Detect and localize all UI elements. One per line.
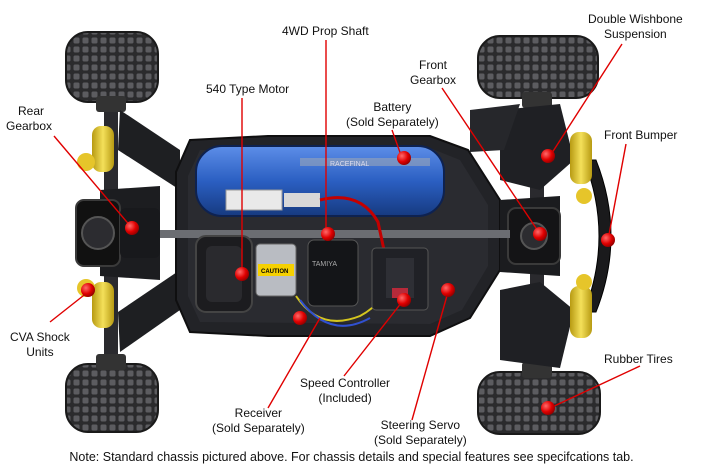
tire-front-bottom [477,371,601,435]
marker-cva-shock [81,283,95,297]
tire-rear-top [65,31,159,103]
label-battery-line1: Battery [373,100,412,114]
label-cva-shock-line1: CVA Shock [10,330,70,344]
label-steering-servo: Steering Servo (Sold Separately) [374,418,467,448]
marker-prop-shaft [321,227,335,241]
label-speed-controller: Speed Controller (Included) [300,376,390,406]
label-rear-gearbox-line1: Rear [18,104,45,118]
label-front-gearbox: Front Gearbox [410,58,456,88]
label-receiver-line2: (Sold Separately) [212,421,305,435]
marker-rear-gearbox [125,221,139,235]
label-speed-controller-line2: (Included) [318,391,372,405]
esc-brand-text: TAMIYA [312,261,337,268]
receiver-unit: CAUTION [255,243,297,297]
label-speed-controller-line1: Speed Controller [300,376,391,390]
front-bumper [583,159,612,313]
label-rubber-tires: Rubber Tires [604,352,673,366]
marker-speed-controller [397,293,411,307]
battery-wire-red [319,196,386,251]
marker-receiver [293,311,307,325]
label-battery: Battery (Sold Separately) [346,100,439,130]
front-shock-bottom [570,274,592,338]
tire-rear-bottom [65,363,159,433]
label-double-wishbone-line1: Double Wishbone [588,12,683,26]
label-double-wishbone-line2: Suspension [604,27,667,41]
label-battery-line2: (Sold Separately) [346,115,439,129]
label-receiver-line1: Receiver [234,406,283,420]
marker-rubber-tires [541,401,555,415]
marker-dots [81,149,615,415]
caution-tag-text: CAUTION [261,269,288,275]
label-steering-servo-line2: (Sold Separately) [374,433,467,447]
label-receiver: Receiver (Sold Separately) [212,406,305,436]
label-double-wishbone: Double Wishbone Suspension [588,12,683,42]
label-cva-shock: CVA Shock Units [10,330,70,360]
speed-controller-unit: TAMIYA [307,239,359,307]
label-rear-gearbox: Rear Gearbox [6,104,52,134]
leader-lines [49,40,641,421]
battery-pack: RACEFINAL [195,145,445,217]
steering-servo [371,247,429,311]
label-front-gearbox-line1: Front [419,58,448,72]
marker-steering-servo [441,283,455,297]
marker-motor [235,267,249,281]
label-rear-gearbox-line2: Gearbox [6,119,53,133]
tire-front-top [477,35,599,99]
marker-double-wishbone [541,149,555,163]
front-shock-top [570,132,592,204]
label-front-gearbox-line2: Gearbox [410,73,457,87]
rear-shock-top [77,126,114,172]
label-steering-servo-line1: Steering Servo [380,418,461,432]
marker-battery [397,151,411,165]
rear-gearbox [75,199,160,267]
battery-brand-text: RACEFINAL [330,161,369,168]
marker-front-bumper [601,233,615,247]
marker-front-gearbox [533,227,547,241]
label-front-bumper: Front Bumper [604,128,678,142]
footnote: Note: Standard chassis pictured above. F… [69,450,634,464]
motor [195,235,253,313]
label-prop-shaft: 4WD Prop Shaft [282,24,369,38]
label-motor: 540 Type Motor [206,82,290,96]
label-cva-shock-line2: Units [26,345,54,359]
